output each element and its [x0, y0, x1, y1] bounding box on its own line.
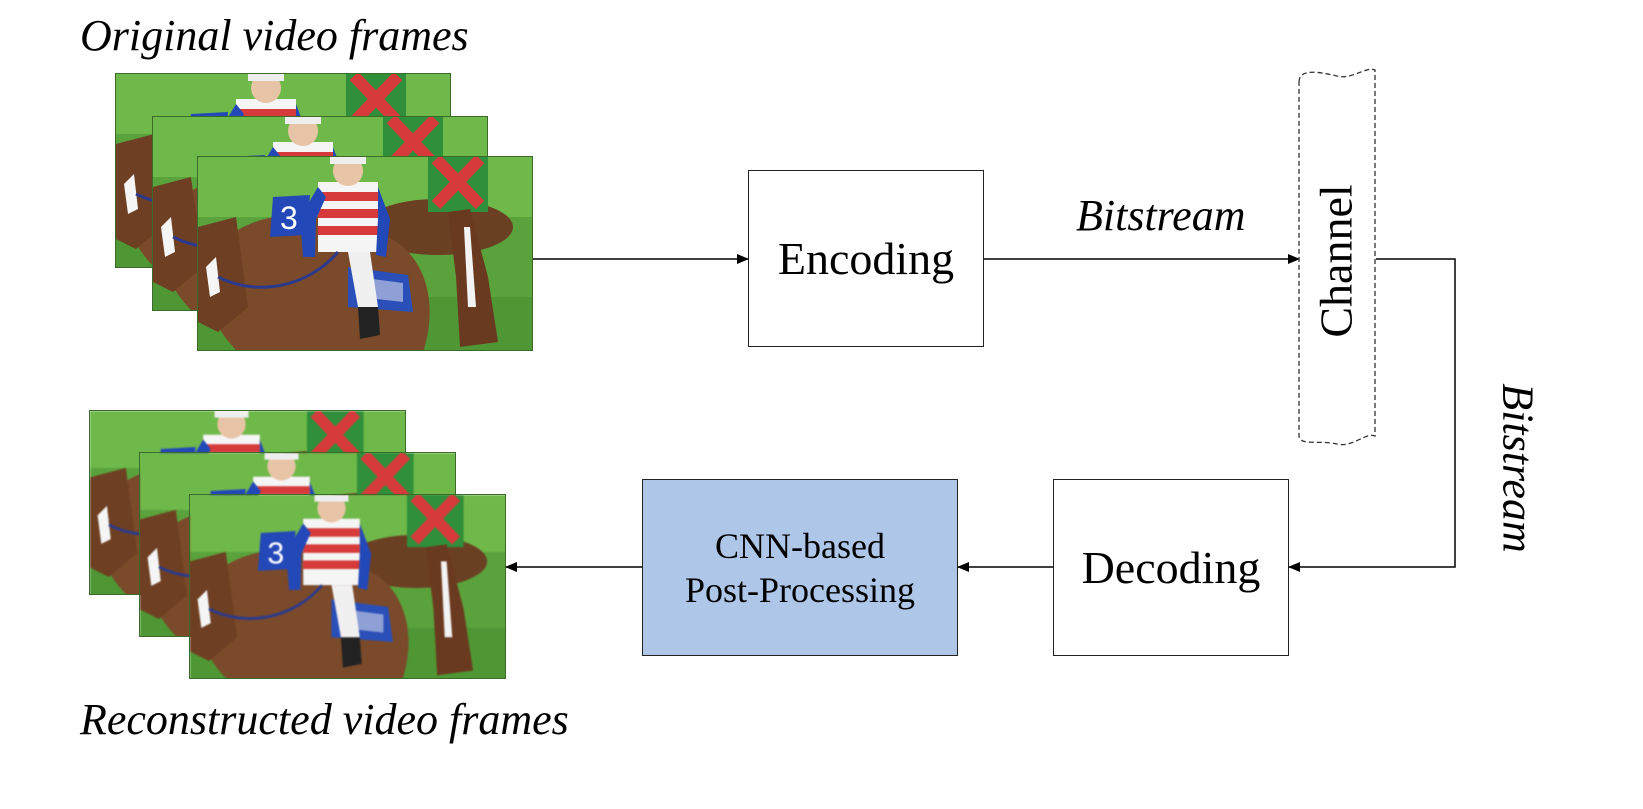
encoding-label: Encoding — [777, 233, 955, 284]
postproc-label-line1: CNN-based — [715, 525, 885, 566]
bitstream-label-side: Bitstream — [1493, 383, 1543, 553]
cnn-post-processing-block: CNN-based Post-Processing — [642, 479, 958, 656]
racehorse-jockey-photo-icon — [198, 157, 533, 351]
decoding-label: Decoding — [1081, 542, 1261, 593]
decoding-block: Decoding — [1053, 479, 1289, 656]
reconstructed-frames-title: Reconstructed video frames — [80, 695, 569, 744]
reconstructed-frame-front — [189, 494, 506, 679]
bitstream-label-top: Bitstream — [1076, 191, 1246, 240]
original-frame-front — [197, 156, 533, 351]
encoding-block: Encoding — [748, 170, 984, 347]
channel-label: Channel — [1310, 184, 1362, 338]
racehorse-jockey-photo-icon — [190, 495, 506, 679]
postproc-label-line2: Post-Processing — [684, 569, 915, 610]
original-frames-title: Original video frames — [80, 11, 469, 60]
